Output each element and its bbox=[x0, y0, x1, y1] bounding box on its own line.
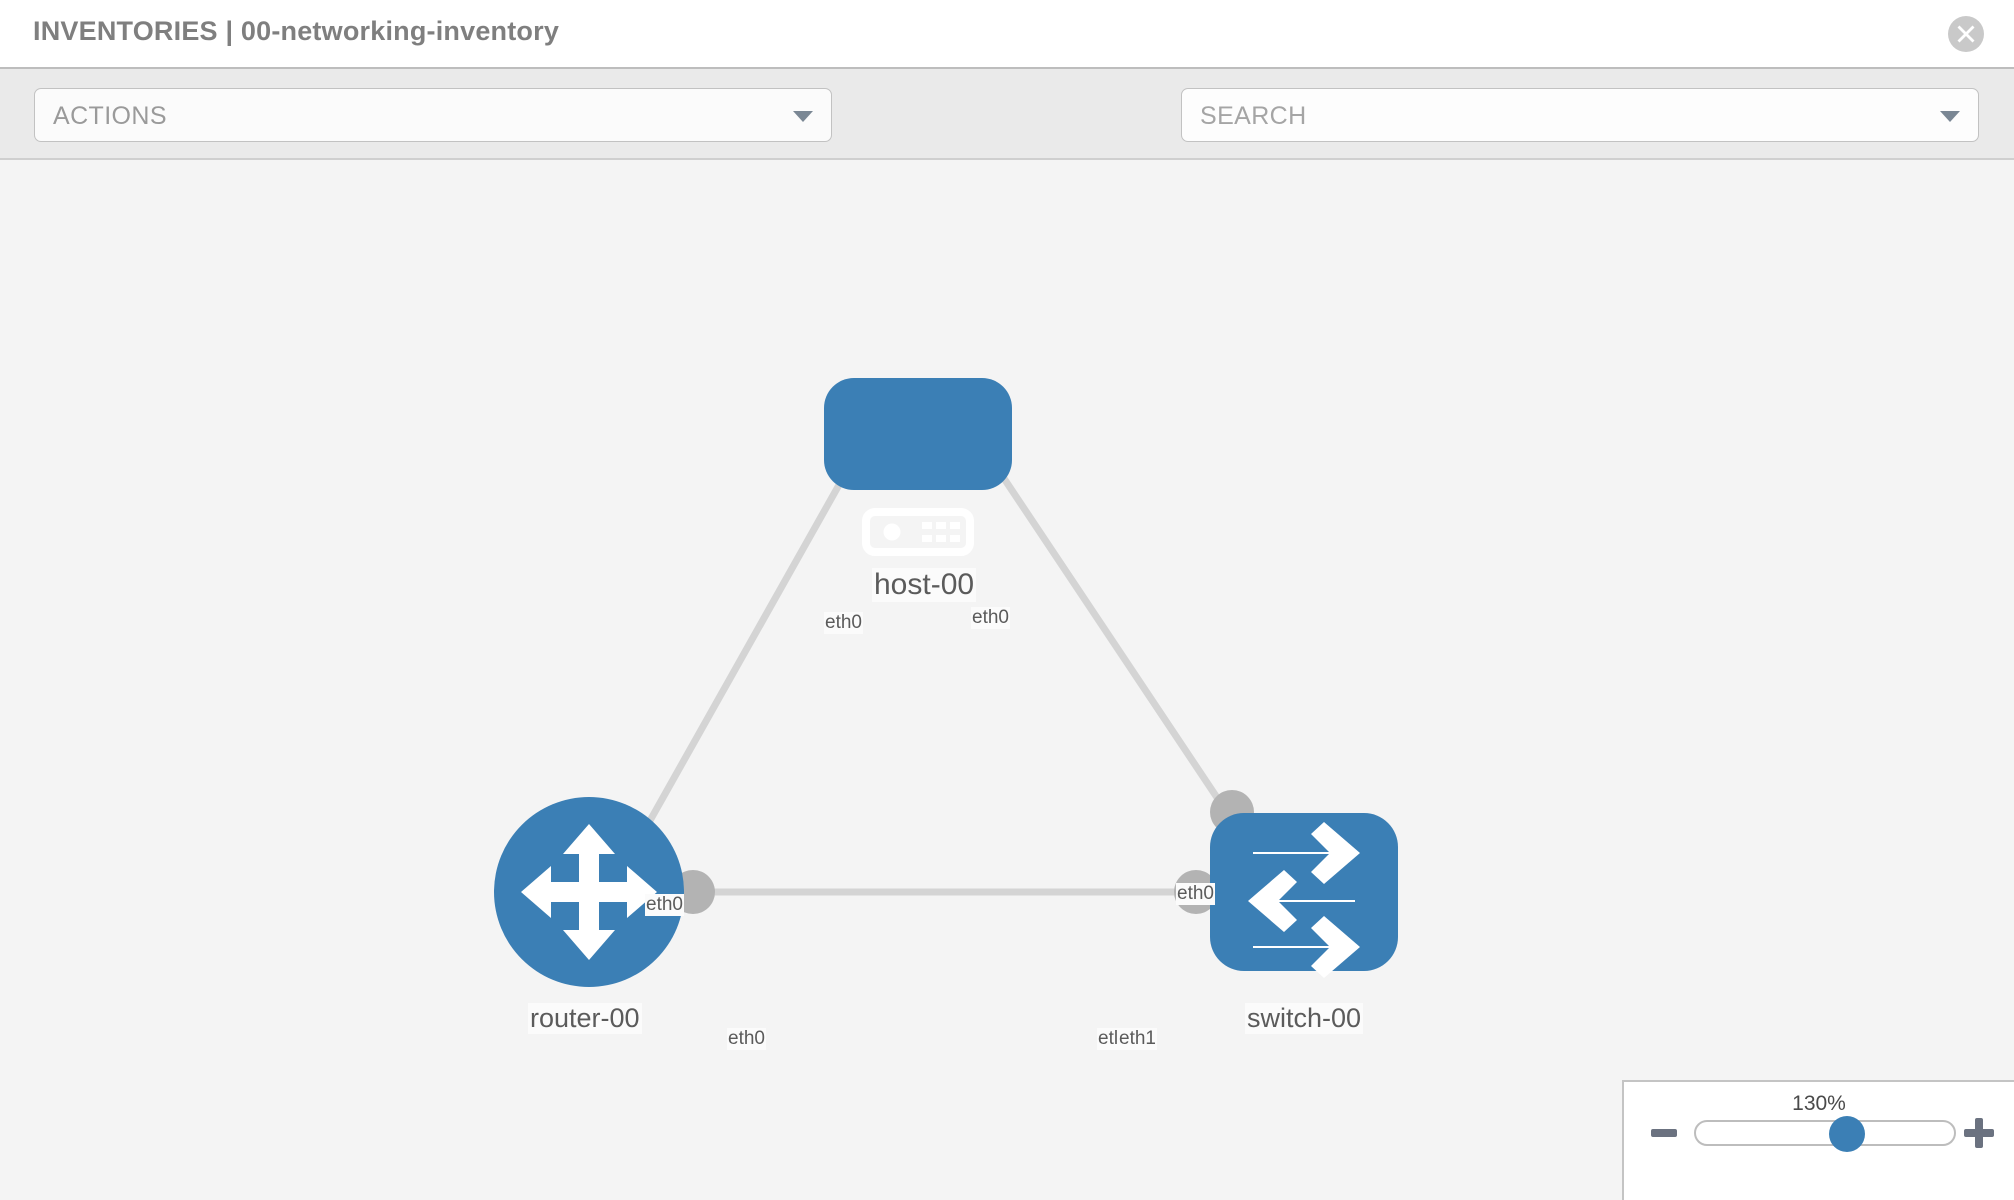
server-icon bbox=[862, 508, 974, 556]
node-label-switch-00: switch-00 bbox=[1245, 1003, 1364, 1034]
toolbar: ACTIONS SEARC bbox=[0, 69, 2014, 198]
port-label-host-eth0-left: eth0 bbox=[824, 612, 863, 634]
edge-host-switch[interactable] bbox=[952, 403, 1265, 867]
search-input[interactable]: SEARCH bbox=[1181, 88, 1979, 142]
node-label-host-00: host-00 bbox=[872, 568, 977, 602]
page-header: INVENTORIES | 00-networking-inventory bbox=[0, 0, 2014, 69]
topology-graph bbox=[494, 378, 1398, 987]
port-label-host-eth0-right: eth0 bbox=[971, 607, 1010, 629]
zoom-in-button[interactable] bbox=[1964, 1118, 1994, 1148]
node-router-00[interactable] bbox=[494, 797, 684, 987]
port-label-switch-eth1: eth1 bbox=[1118, 1028, 1157, 1050]
chevron-down-icon[interactable] bbox=[1940, 111, 1960, 122]
zoom-out-button[interactable] bbox=[1651, 1129, 1677, 1137]
topology-canvas[interactable]: host-00 router-00 switch-00 eth0 eth0 et… bbox=[0, 160, 2014, 1200]
node-host-00[interactable] bbox=[824, 378, 1012, 556]
port-label-switch-eth0-up: eth0 bbox=[1176, 883, 1215, 905]
page-title: INVENTORIES | 00-networking-inventory bbox=[33, 16, 560, 46]
search-placeholder: SEARCH bbox=[1200, 102, 1307, 130]
chevron-down-icon bbox=[793, 111, 813, 122]
port-label-router-eth0: eth0 bbox=[727, 1028, 766, 1050]
node-host-00-shape[interactable] bbox=[824, 378, 1012, 490]
close-icon[interactable] bbox=[1948, 16, 1984, 52]
zoom-slider-thumb[interactable] bbox=[1829, 1116, 1866, 1152]
port-label-router-eth0-up: eth0 bbox=[645, 894, 684, 916]
zoom-control-panel: 130% bbox=[1622, 1080, 2014, 1200]
actions-dropdown-label: ACTIONS bbox=[53, 102, 167, 130]
port-label-switch-eth-overlap: etl bbox=[1097, 1028, 1120, 1050]
zoom-level-value: 130% bbox=[1792, 1092, 1846, 1115]
node-label-router-00: router-00 bbox=[528, 1003, 642, 1034]
actions-dropdown[interactable]: ACTIONS bbox=[34, 88, 832, 142]
node-switch-00[interactable] bbox=[1210, 813, 1398, 978]
switch-arrows-icon bbox=[1248, 822, 1360, 978]
zoom-slider[interactable] bbox=[1694, 1116, 1956, 1152]
router-arrows-icon bbox=[521, 824, 657, 960]
